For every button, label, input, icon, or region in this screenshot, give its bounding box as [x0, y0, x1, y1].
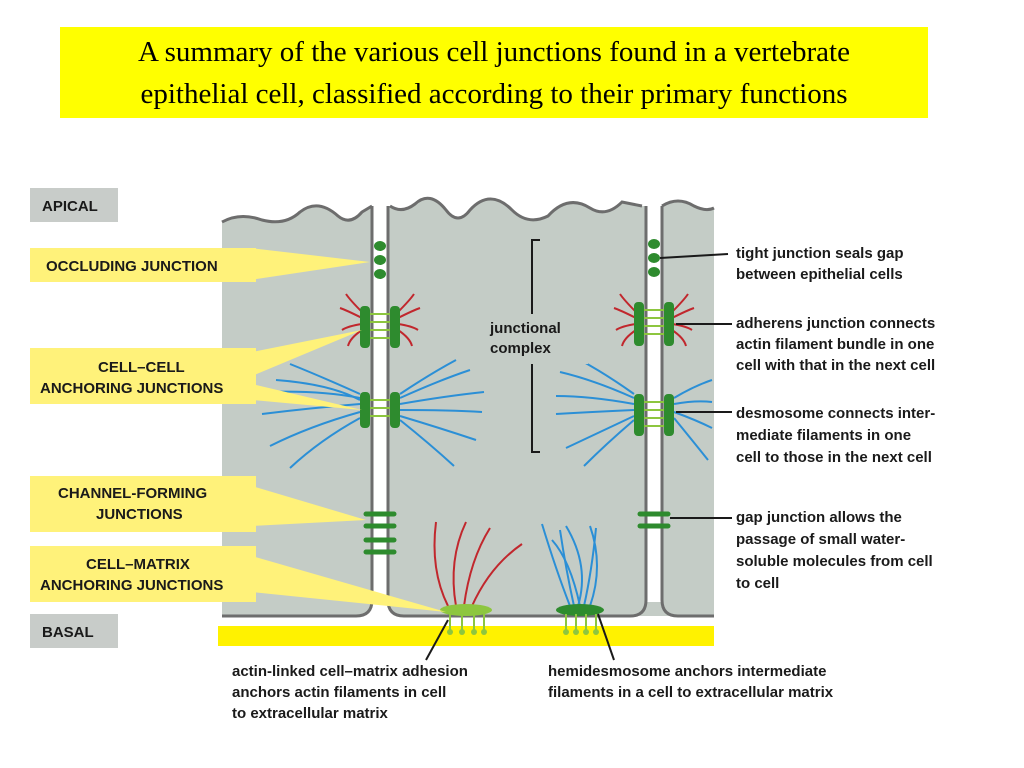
apical-membrane-right	[661, 199, 715, 212]
title-line-2: epithelial cell, classified according to…	[140, 78, 848, 110]
cell-matrix-callout: CELL–MATRIX ANCHORING JUNCTIONS	[30, 546, 446, 612]
desmosome-line-1: desmosome connects inter-	[736, 405, 935, 422]
actin-linked-label: actin-linked cell–matrix adhesion anchor…	[232, 663, 472, 722]
apical-tag	[30, 188, 118, 222]
adherens-line-2: actin filament bundle in one	[736, 336, 934, 353]
basal-tag	[30, 614, 118, 648]
cell-matrix-text-2: ANCHORING JUNCTIONS	[40, 577, 223, 594]
basal-tag-text: BASAL	[42, 624, 94, 641]
tight-junction-left	[374, 241, 386, 279]
occluding-junction-callout: OCCLUDING JUNCTION	[30, 248, 370, 282]
adherens-line-3: cell with that in the next cell	[736, 357, 935, 374]
cell-matrix-text-1: CELL–MATRIX	[86, 556, 190, 573]
desmosome-label: desmosome connects inter- mediate filame…	[736, 405, 939, 466]
tight-line-2: between epithelial cells	[736, 266, 903, 283]
cell-cell-text-2: ANCHORING JUNCTIONS	[40, 380, 223, 397]
apical-membrane	[221, 204, 373, 224]
tight-junction-label: tight junction seals gap between epithel…	[736, 245, 908, 283]
hemidesmosome-label: hemidesmosome anchors intermediate filam…	[548, 663, 834, 701]
actin-linked-line-3: to extracellular matrix	[232, 705, 389, 722]
gap-line-1: gap junction allows the	[736, 509, 902, 526]
desmosome-line-3: cell to those in the next cell	[736, 449, 932, 466]
right-leaders	[425, 253, 732, 661]
channel-text-1: CHANNEL-FORMING	[58, 485, 207, 502]
channel-forming-callout: CHANNEL-FORMING JUNCTIONS	[30, 476, 366, 532]
channel-text-2: JUNCTIONS	[96, 506, 183, 523]
gap-line-2: passage of small water-	[736, 531, 905, 548]
hemidesmosome	[541, 523, 604, 635]
adherens-line-1: adherens junction connects	[736, 315, 935, 332]
title-line-1: A summary of the various cell junctions …	[138, 36, 850, 68]
gap-junction-right	[637, 511, 671, 529]
tight-line-1: tight junction seals gap	[736, 245, 904, 262]
actin-linked-line-2: anchors actin filaments in cell	[232, 684, 446, 701]
apical-tag-text: APICAL	[42, 198, 98, 215]
hemidesmosome-line-1: hemidesmosome anchors intermediate	[548, 663, 826, 680]
actin-linked-adhesion	[433, 521, 523, 635]
cell-cell-anchoring-callout: CELL–CELL ANCHORING JUNCTIONS	[30, 330, 362, 410]
gap-line-3: soluble molecules from cell	[736, 553, 933, 570]
adherens-junction-right	[634, 302, 674, 346]
occluding-text: OCCLUDING JUNCTION	[46, 258, 218, 275]
tight-junction-right	[648, 239, 660, 277]
intermediate-filaments-right	[555, 359, 713, 467]
junctional-label-2: complex	[490, 340, 552, 357]
cell-cell-text-1: CELL–CELL	[98, 359, 185, 376]
apical-membrane-middle	[389, 196, 643, 222]
adherens-junction-label: adherens junction connects actin filamen…	[736, 315, 939, 374]
adherens-junction-left	[360, 306, 400, 348]
gap-line-4: to cell	[736, 575, 779, 592]
epithelial-cells	[222, 198, 714, 616]
slide-title: A summary of the various cell junctions …	[60, 27, 928, 118]
desmosome-line-2: mediate filaments in one	[736, 427, 911, 444]
actin-linked-line-1: actin-linked cell–matrix adhesion	[232, 663, 468, 680]
hemidesmosome-line-2: filaments in a cell to extracellular mat…	[548, 684, 834, 701]
gap-junction-label: gap junction allows the passage of small…	[736, 509, 937, 592]
junctional-label-1: junctional	[489, 320, 561, 337]
basal-lamina	[218, 626, 714, 646]
desmosome-left	[360, 392, 400, 428]
gap-junction-left	[363, 511, 397, 555]
desmosome-right	[634, 394, 674, 436]
